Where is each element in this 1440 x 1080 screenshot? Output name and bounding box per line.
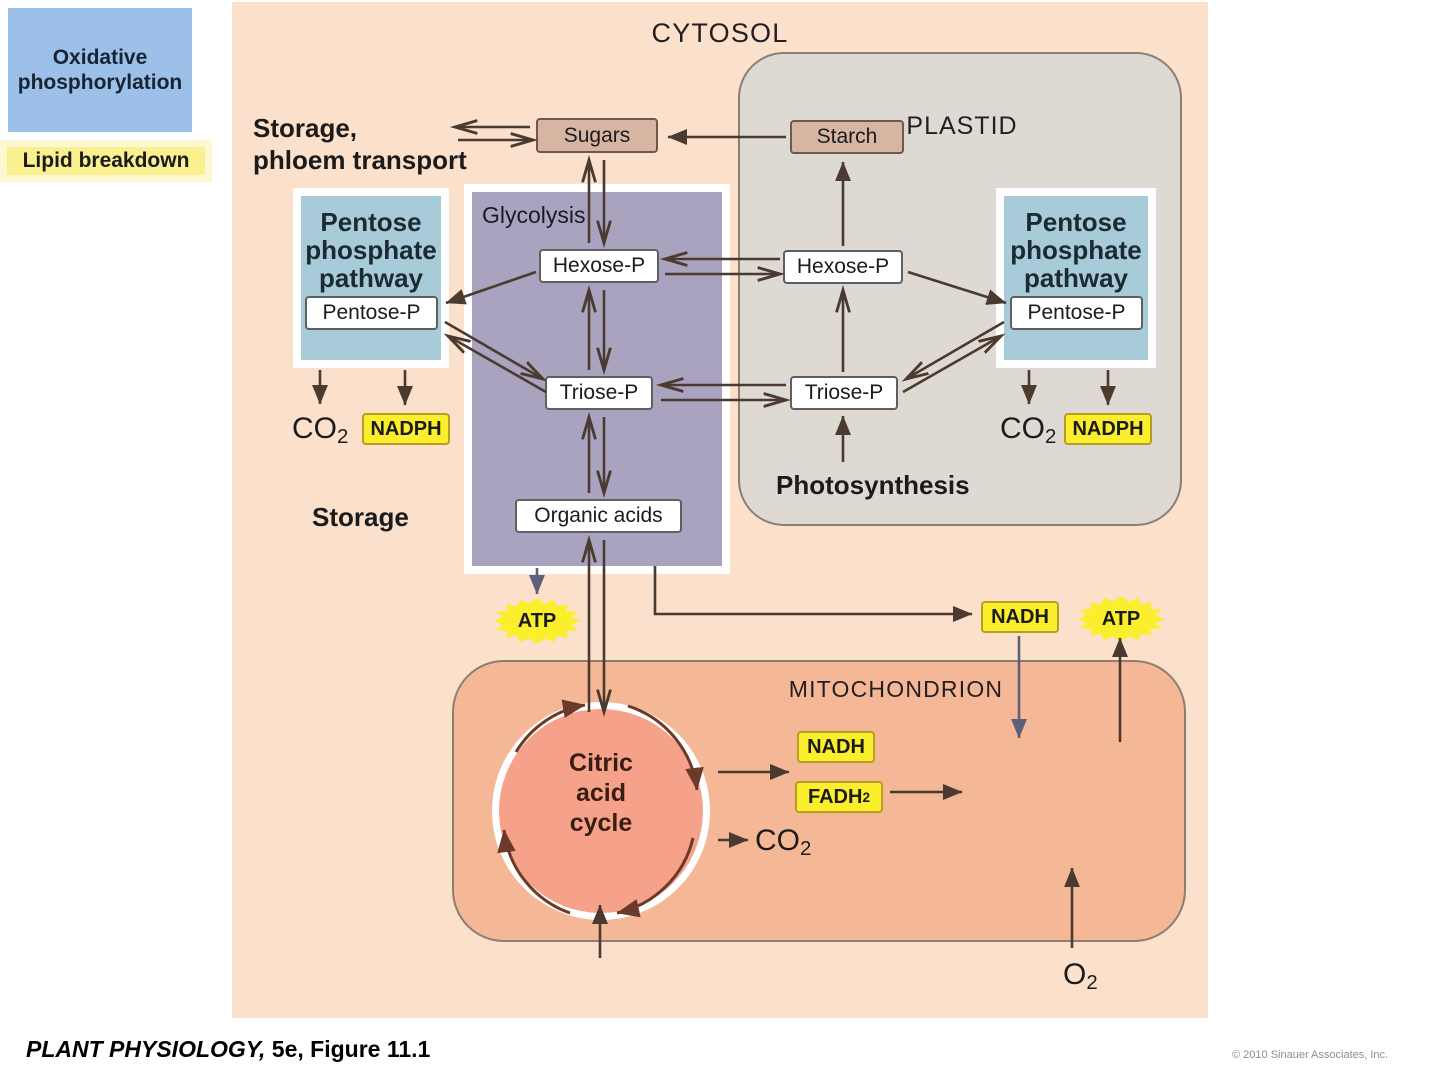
label-storage-phloem-transport: Storage, phloem transport [253,112,467,176]
ppp-plastid-title: Pentose phosphate pathway [1004,208,1148,292]
panel-oxidative-phosphorylation: Oxidative phosphorylation [0,0,200,140]
molecule-nadph-cytosol: NADPH [362,413,450,445]
ppp-cytosol-title-line3: pathway [318,263,424,293]
citric-acid-cycle-line2: acid [575,779,627,807]
metabolite-sugars: Sugars [536,118,658,153]
metabolite-hexose-p-cytosol: Hexose-P [539,249,659,283]
molecule-o2: O2 [1063,958,1098,995]
co2-cytosol-subscript: 2 [337,426,349,449]
storage-phloem-line2: phloem transport [253,145,467,175]
molecule-atp-oxidative-phosphorylation: ATP [1078,596,1164,642]
oxphos-label: Oxidative phosphorylation [18,45,183,95]
metabolite-starch: Starch [790,120,904,154]
label-photosynthesis: Photosynthesis [776,470,970,500]
co2-plastid-text: CO [1000,412,1045,445]
molecule-co2-plastid: CO2 [1000,412,1056,449]
metabolite-triose-p-plastid: Triose-P [790,376,898,410]
o2-text: O [1063,958,1087,991]
glycolysis-title: Glycolysis [482,202,586,228]
citric-acid-cycle-line3: cycle [569,809,633,837]
molecule-atp-glycolysis: ATP [494,598,580,644]
ppp-plastid-title-line2: phosphate [1010,235,1142,265]
figure-caption-book: PLANT PHYSIOLOGY, [26,1036,266,1062]
citric-acid-cycle-label: Citric acid cycle [492,748,710,838]
co2-mito-text: CO [755,824,800,857]
ppp-cytosol-title-line2: phosphate [305,235,437,265]
molecule-nadph-plastid: NADPH [1064,413,1152,445]
ppp-plastid-title-line3: pathway [1023,263,1129,293]
metabolite-organic-acids: Organic acids [515,499,682,533]
metabolite-pentose-p-cytosol: Pentose-P [305,296,438,330]
co2-plastid-subscript: 2 [1045,426,1057,449]
co2-cytosol-text: CO [292,412,337,445]
storage-phloem-line1: Storage, [253,113,358,143]
panel-pentose-phosphate-pathway-plastid: Pentose phosphate pathway [996,188,1156,368]
panel-pentose-phosphate-pathway-cytosol: Pentose phosphate pathway [293,188,449,368]
mitochondrion-label: MITOCHONDRION [788,676,1004,702]
ppp-cytosol-title-line1: Pentose [320,207,422,237]
molecule-co2-cytosol: CO2 [292,412,348,449]
co2-mito-subscript: 2 [800,838,812,861]
molecule-nadh-cytosol: NADH [981,601,1059,633]
fadh2-subscript: 2 [862,789,870,805]
o2-subscript: 2 [1086,972,1098,995]
oxphos-label-line1: Oxidative [52,46,148,69]
plastid-label: PLASTID [906,112,1018,140]
fadh2-text: FADH [807,785,863,808]
label-lipid-breakdown: Lipid breakdown [0,140,212,182]
ppp-plastid-title-line1: Pentose [1025,207,1127,237]
label-storage: Storage [312,502,409,532]
metabolite-pentose-p-plastid: Pentose-P [1010,296,1143,330]
ppp-cytosol-title: Pentose phosphate pathway [301,208,441,292]
figure-caption: PLANT PHYSIOLOGY, 5e, Figure 11.1 [26,1036,430,1063]
copyright-notice: © 2010 Sinauer Associates, Inc. [1232,1049,1389,1061]
molecule-co2-mitochondrion: CO2 [755,824,811,861]
molecule-nadh-mitochondrion: NADH [797,731,875,763]
citric-acid-cycle-line1: Citric [569,749,633,777]
figure-caption-number: 5e, Figure 11.1 [265,1036,431,1062]
cytosol-label: CYTOSOL [651,18,789,48]
oxphos-label-line2: phosphorylation [17,71,183,94]
metabolite-hexose-p-plastid: Hexose-P [783,250,903,284]
metabolite-triose-p-cytosol: Triose-P [545,376,653,410]
